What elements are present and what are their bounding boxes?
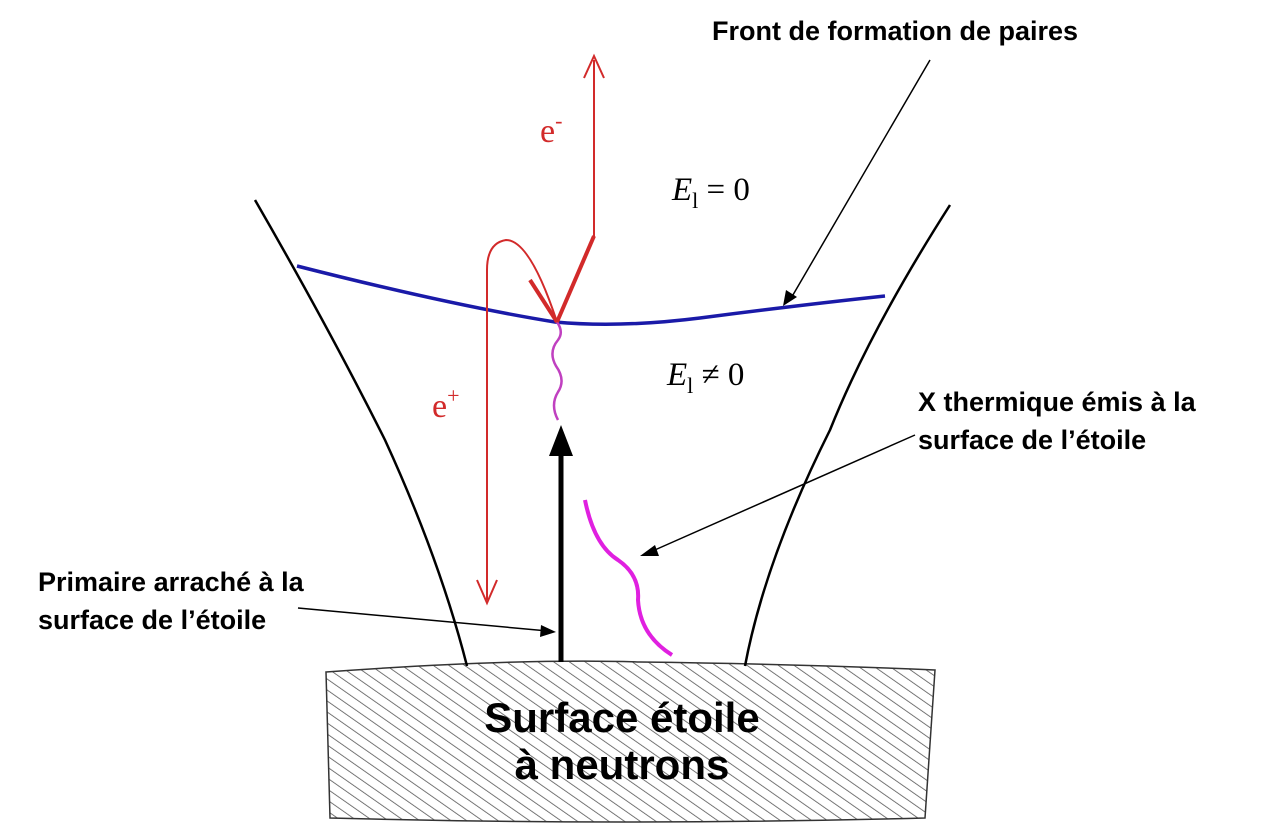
- surface-label-line2: à neutrons: [515, 741, 730, 788]
- neutron-star-surface: [325, 660, 936, 823]
- primary-label-line1: Primaire arraché à la: [38, 567, 305, 597]
- surface-label-line1: Surface étoile: [484, 694, 759, 741]
- field-above-subscript: l: [692, 188, 698, 213]
- primary-leader-arrowhead: [540, 625, 556, 637]
- field-equation-above: El = 0: [671, 172, 750, 213]
- x-thermal-label-line1: X thermique émis à la: [918, 387, 1197, 417]
- electron-label-base: e: [540, 113, 555, 150]
- electron-arrow-head: [583, 53, 605, 79]
- field-above-symbol: E: [671, 172, 692, 208]
- primary-leader-line: [297, 607, 549, 632]
- field-below-symbol: E: [666, 357, 687, 393]
- field-equation-below: El ≠ 0: [666, 357, 744, 398]
- positron-track-bold: [528, 278, 559, 324]
- x-thermal-leader-arrowhead: [640, 545, 659, 556]
- x-thermal-label-line2: surface de l’étoile: [918, 425, 1146, 455]
- primary-label-line2: surface de l’étoile: [38, 605, 266, 635]
- thermal-x-photon: [583, 499, 674, 657]
- electron-track-bold: [555, 235, 596, 323]
- electron-label-sup: -: [555, 108, 562, 133]
- positron-label-base: e: [432, 388, 447, 425]
- x-thermal-leader-line: [647, 434, 916, 554]
- front-leader-arrowhead: [783, 290, 797, 306]
- field-line-right: [743, 204, 952, 667]
- positron-arrow-head: [476, 579, 498, 606]
- front-label: Front de formation de paires: [712, 16, 1078, 46]
- positron-label: e+: [432, 383, 460, 425]
- field-line-left: [253, 199, 469, 667]
- positron-track: [486, 238, 558, 600]
- gamma-photon-wiggle: [551, 321, 563, 421]
- field-above-relation: = 0: [698, 172, 750, 208]
- positron-label-sup: +: [447, 383, 459, 408]
- field-below-subscript: l: [687, 373, 693, 398]
- front-leader-line: [789, 59, 931, 301]
- field-below-relation: ≠ 0: [693, 357, 744, 393]
- primary-arrow-head: [549, 425, 573, 456]
- pair-formation-front: [296, 264, 886, 326]
- electron-label: e-: [540, 108, 562, 150]
